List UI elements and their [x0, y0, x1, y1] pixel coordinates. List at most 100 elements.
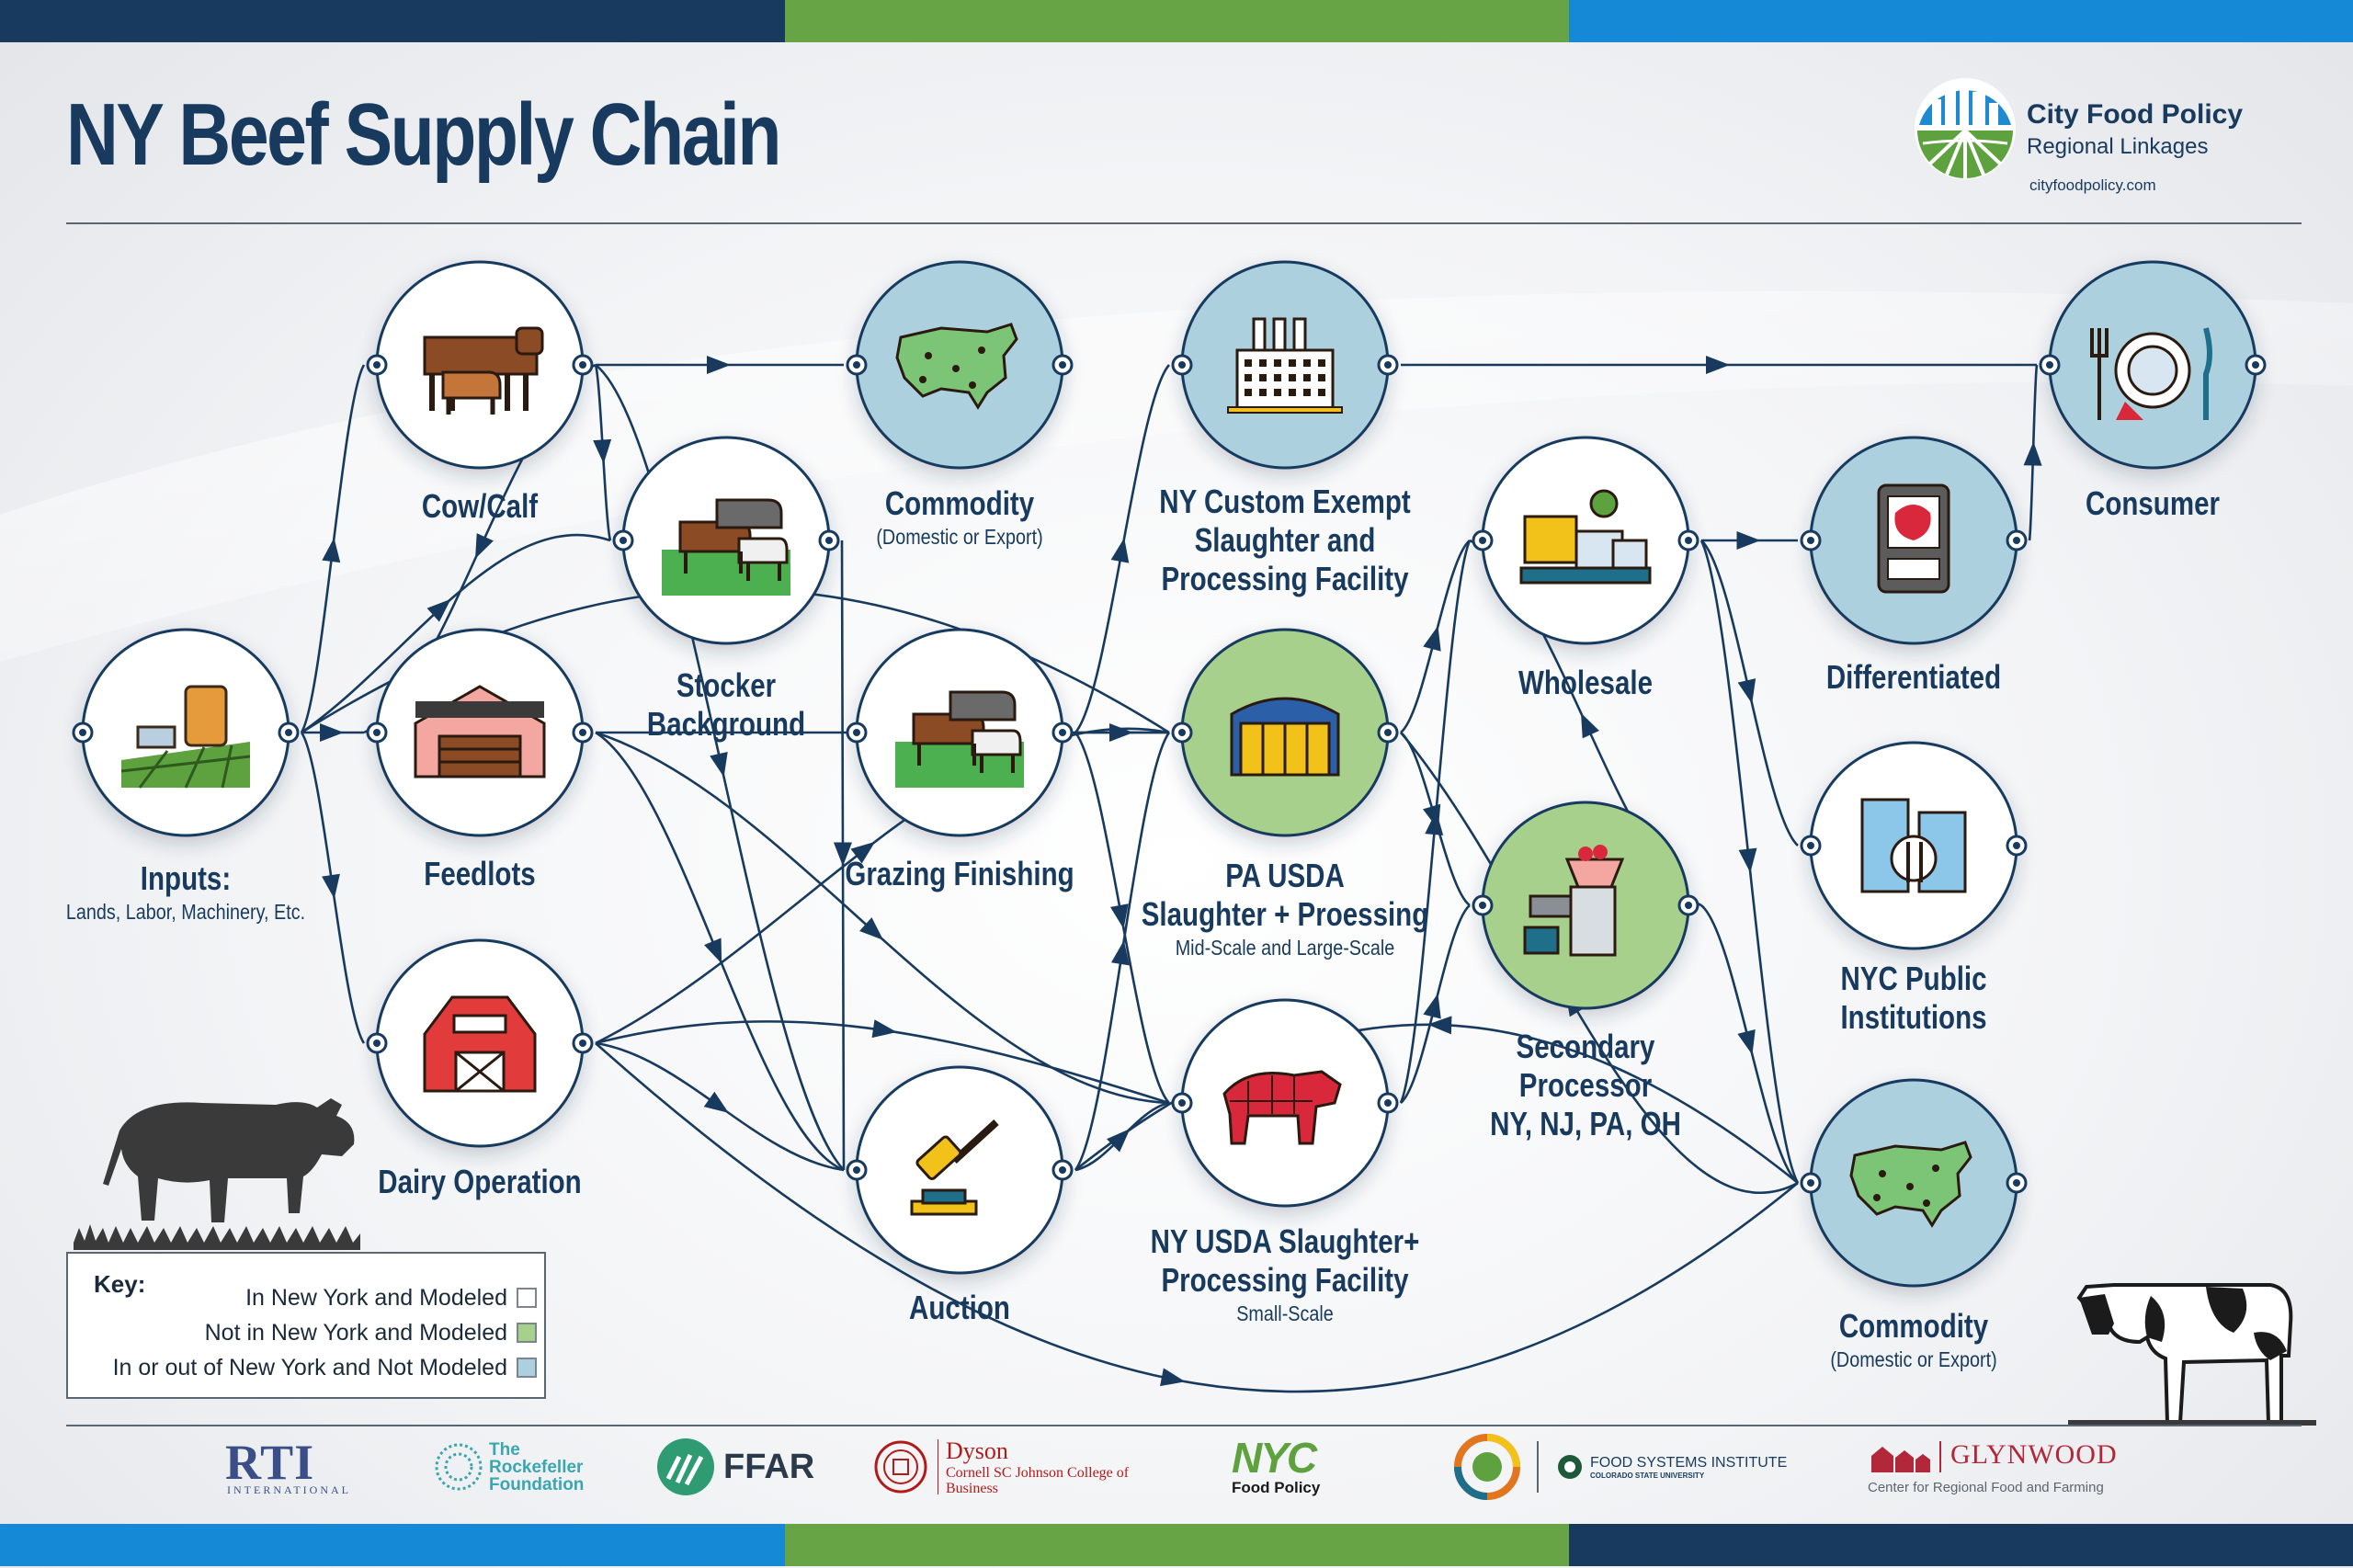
- flow-arrow-icon: [710, 751, 728, 778]
- port-dot: [2252, 361, 2259, 369]
- sponsor-rti-logo[interactable]: RTI INTERNATIONAL: [225, 1434, 372, 1500]
- legend-row-modeled-not-ny: Not in New York and Modeled: [205, 1318, 537, 1347]
- node-grazing[interactable]: [846, 628, 1074, 837]
- flow-arrow-icon: [1110, 940, 1130, 966]
- port-dot: [2013, 537, 2020, 544]
- sponsor-dyson-logo[interactable]: Dyson Cornell SC Johnson College of Busi…: [873, 1434, 1166, 1500]
- sponsor-fsi-logo[interactable]: FOOD SYSTEMS INSTITUTE COLORADO STATE UN…: [1454, 1434, 1787, 1500]
- node-commodity2-label: Commodity(Domestic or Export): [1702, 1307, 2125, 1373]
- flow-arrow-icon: [1425, 811, 1444, 835]
- node-title: PA USDA Slaughter + Proessing: [1141, 857, 1429, 933]
- port-dot: [853, 729, 860, 736]
- node-wholesale[interactable]: [1472, 436, 1699, 645]
- flow-arrow-icon: [1423, 625, 1441, 652]
- node-subtitle: Mid-Scale and Large-Scale: [1175, 936, 1395, 960]
- flow-arrow-icon: [1737, 678, 1756, 704]
- flow-arrow-icon: [859, 917, 884, 940]
- port-dot: [825, 537, 833, 544]
- node-commodity1[interactable]: [846, 260, 1074, 470]
- node-title: Differentiated: [1825, 658, 2002, 696]
- legend-swatch-green: [517, 1323, 537, 1343]
- port-dot: [1178, 361, 1186, 369]
- port-dot: [2013, 842, 2020, 849]
- flow-arrow-icon: [2023, 441, 2042, 466]
- legend-key: Key: In New York and Modeled Not in New …: [66, 1252, 546, 1399]
- node-title: Stocker Background: [646, 666, 806, 743]
- port-dot: [579, 729, 586, 736]
- node-title: Secondary Processor NY, NJ, PA, OH: [1490, 1028, 1681, 1142]
- top-bar-navy: [0, 0, 785, 42]
- footer-divider: [66, 1425, 2302, 1426]
- flow-arrow-icon: [704, 937, 722, 964]
- node-nycustom-label: NY Custom Exempt Slaughter and Processin…: [1074, 483, 1496, 598]
- flow-arrow-icon: [850, 841, 876, 864]
- institution-building-icon: [1860, 798, 1967, 893]
- sponsor-glynwood-logo[interactable]: GLYNWOOD Center for Regional Food and Fa…: [1866, 1434, 2123, 1500]
- top-bar-blue: [1569, 0, 2353, 42]
- flow-arrow-icon: [1736, 531, 1761, 550]
- city-food-policy-logo[interactable]: City Food Policy Regional Linkages cityf…: [1912, 72, 2298, 200]
- node-consumer[interactable]: [2039, 260, 2267, 470]
- node-auction[interactable]: [846, 1065, 1074, 1275]
- flow-arrow-icon: [1160, 1368, 1186, 1387]
- node-inputs[interactable]: [72, 628, 300, 837]
- node-feedlots[interactable]: [366, 628, 594, 837]
- flow-arrow-icon: [322, 538, 341, 563]
- sponsor-dyson-name: Dyson: [946, 1437, 1008, 1464]
- sponsor-fsi-name: FOOD SYSTEMS INSTITUTE: [1590, 1454, 1788, 1471]
- port-dot: [285, 729, 292, 736]
- port-dot: [1479, 537, 1486, 544]
- port-dot: [1384, 1099, 1392, 1107]
- node-title: NY USDA Slaughter+ Processing Facility: [1150, 1222, 1420, 1299]
- node-cowcalf[interactable]: [366, 260, 594, 470]
- sponsor-ffar-logo[interactable]: FFAR: [655, 1434, 814, 1500]
- port-dot: [579, 1040, 586, 1047]
- node-title: NY Custom Exempt Slaughter and Processin…: [1159, 483, 1411, 597]
- node-differentiated[interactable]: [1800, 436, 2028, 645]
- flow-arrow-icon: [1110, 903, 1129, 929]
- node-commodity2[interactable]: [1800, 1078, 2028, 1288]
- node-auction-label: Auction: [748, 1289, 1171, 1327]
- port-dot: [1059, 729, 1066, 736]
- node-nycpublic[interactable]: [1800, 741, 2028, 950]
- logo-url[interactable]: cityfoodpolicy.com: [2029, 176, 2156, 194]
- csu-ram-icon: [1558, 1455, 1582, 1479]
- sponsor-rockefeller-name: The Rockefeller Foundation: [489, 1439, 585, 1494]
- node-nycustom[interactable]: [1171, 260, 1399, 470]
- node-dairy[interactable]: [366, 938, 594, 1148]
- flow-arrow-icon: [593, 438, 612, 464]
- node-commodity1-label: Commodity(Domestic or Export): [748, 484, 1171, 551]
- bottom-bar-green: [785, 1524, 1569, 1566]
- node-title: NYC Public Institutions: [1840, 960, 1987, 1036]
- node-grazing-label: Grazing Finishing: [748, 855, 1171, 893]
- cow-calf-icon: [423, 326, 544, 415]
- node-stocker[interactable]: [612, 436, 840, 645]
- logo-subtitle: Regional Linkages: [2027, 134, 2209, 159]
- port-dot: [1479, 902, 1486, 909]
- port-dot: [373, 1040, 381, 1047]
- edge-dairy-to-commodity2: [595, 1042, 1799, 1393]
- logo-title: City Food Policy: [2027, 99, 2244, 130]
- warehouse-icon: [1230, 697, 1340, 777]
- feedlot-barn-icon: [414, 685, 546, 778]
- legend-row-not-modeled: In or out of New York and Not Modeled: [113, 1353, 537, 1382]
- port-dot: [620, 537, 627, 544]
- node-nycpublic-label: NYC Public Institutions: [1702, 960, 2125, 1037]
- node-secondary[interactable]: [1472, 801, 1699, 1010]
- factory-icon: [1227, 317, 1343, 414]
- header-divider: [66, 222, 2302, 224]
- node-pausda[interactable]: [1171, 628, 1399, 837]
- flow-arrow-icon: [320, 723, 344, 742]
- sponsor-fsi-sub: COLORADO STATE UNIVERSITY: [1590, 1471, 1705, 1480]
- flow-arrow-icon: [426, 598, 451, 622]
- node-wholesale-label: Wholesale: [1374, 664, 1797, 702]
- node-nyusda[interactable]: [1171, 998, 1399, 1208]
- node-title: Cow/Calf: [421, 487, 539, 525]
- port-dot: [1178, 1099, 1186, 1107]
- node-title: Feedlots: [424, 855, 536, 892]
- sponsor-rockefeller-logo[interactable]: The Rockefeller Foundation: [434, 1434, 608, 1500]
- sponsor-nyc-food-policy-logo[interactable]: NYC Food Policy: [1232, 1434, 1320, 1500]
- us-map-icon: [1849, 1141, 1972, 1228]
- city-skyline-field-icon: [1915, 78, 2016, 179]
